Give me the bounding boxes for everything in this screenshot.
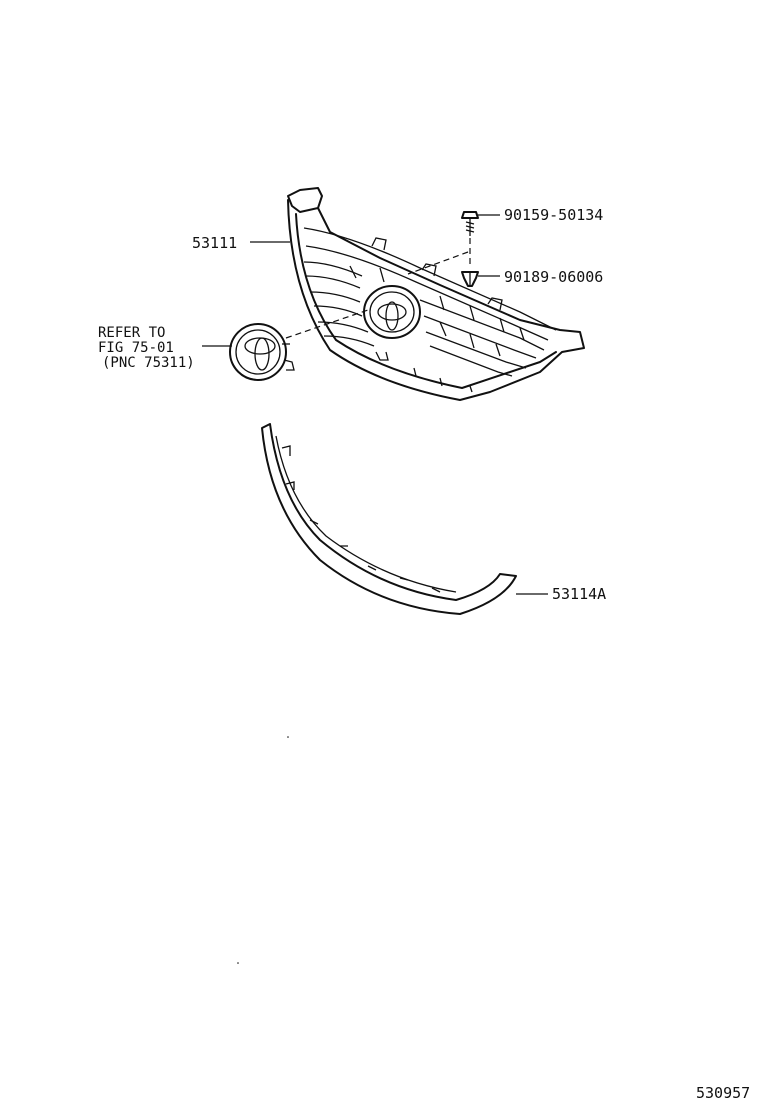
radiator-grille	[287, 187, 585, 401]
reference-line-1: REFER TO	[98, 325, 165, 341]
assembly-line-emblem	[285, 309, 369, 339]
speck	[287, 736, 289, 738]
label-bolt: 90159-50134	[504, 206, 603, 224]
bolt	[461, 211, 479, 236]
speck	[237, 962, 239, 964]
emblem	[229, 323, 295, 381]
figure-id: 530957	[696, 1084, 750, 1102]
clip	[461, 271, 479, 287]
label-clip: 90189-06006	[504, 268, 603, 286]
reference-line-2: FIG 75-01	[98, 340, 174, 356]
label-grille: 53111	[192, 234, 237, 252]
label-molding: 53114A	[552, 585, 606, 603]
lower-molding	[261, 423, 517, 615]
assembly-line-clip	[407, 251, 469, 275]
reference-line-3: (PNC 75311)	[102, 355, 195, 371]
